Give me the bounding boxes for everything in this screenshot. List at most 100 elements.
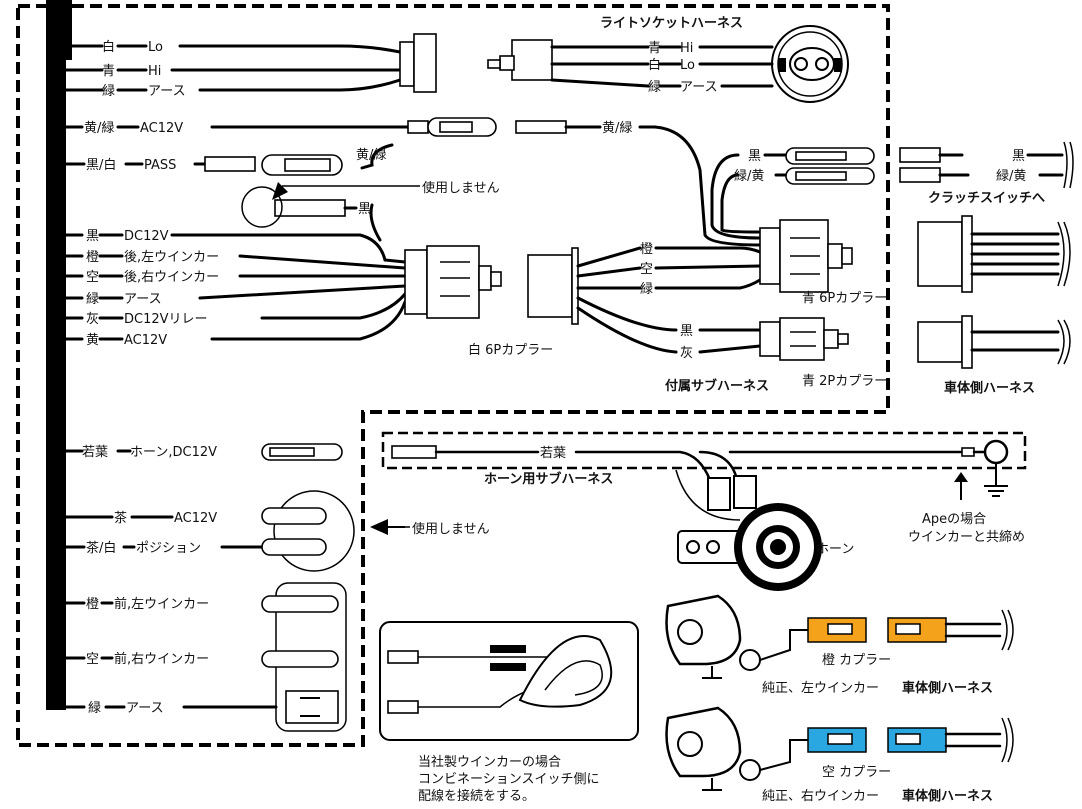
horn-sub-harness <box>391 439 1009 511</box>
label-own-note-2: コンビネーションスイッチ側に <box>418 772 599 787</box>
svg-text:DC12Vリレー: DC12Vリレー <box>124 312 208 327</box>
svg-text:後,左ウインカー: 後,左ウインカー <box>124 250 219 265</box>
white-6p-coupler <box>404 245 678 354</box>
svg-text:前,右ウインカー: 前,右ウインカー <box>114 651 209 667</box>
bottom-plugs <box>261 443 355 732</box>
bottom-wire-labels: 若葉 ホーン,DC12V 茶 AC12V 茶/白 ポジション 橙 前,左ウインカ… <box>82 444 217 716</box>
label-own-note-3: 配線を接続をする。 <box>418 788 535 804</box>
title-accessory-sub-harness: 付属サブハーネス <box>665 378 769 394</box>
blue-2p-coupler <box>698 317 849 361</box>
svg-text:アース: アース <box>680 80 718 95</box>
label-blue-6p: 青 6Pカプラー <box>802 291 887 306</box>
svg-text:橙: 橙 <box>86 250 99 265</box>
label-sky-coupler: 空 カプラー <box>822 765 891 780</box>
label-clutch-gy-r: 緑/黄 <box>996 169 1026 184</box>
label-clutch-gy-l: 緑/黄 <box>734 169 764 184</box>
svg-text:茶/白: 茶/白 <box>86 540 116 556</box>
vehicle-harness-2p <box>917 315 1071 369</box>
title-clutch-switch: クラッチスイッチへ <box>928 191 1045 206</box>
svg-text:空: 空 <box>86 270 99 285</box>
label-genuine-right: 純正、右ウインカー <box>762 789 879 804</box>
svg-text:緑: 緑 <box>86 292 99 307</box>
title-vehicle-harness-3: 車体側ハーネス <box>902 788 993 804</box>
title-light-socket-harness: ライトソケットハーネス <box>600 16 743 31</box>
svg-text:若葉: 若葉 <box>82 444 108 460</box>
label-sub-gray: 灰 <box>680 346 693 361</box>
svg-text:アース: アース <box>124 292 162 307</box>
orange-coupler-left <box>807 617 867 643</box>
clutch-switch-plugs <box>899 141 1074 189</box>
label-sub-green: 緑 <box>640 282 653 297</box>
bottom-wire-lines <box>64 449 280 709</box>
genuine-right-turn-signal <box>665 706 1014 791</box>
svg-text:灰: 灰 <box>86 312 99 327</box>
title-vehicle-harness-1: 車体側ハーネス <box>944 380 1035 396</box>
svg-text:黄: 黄 <box>86 333 99 348</box>
socket-wire-labels: 青 Hi 白 Lo 緑 アース <box>648 41 718 95</box>
label-sub-orange: 橙 <box>640 242 653 257</box>
svg-text:AC12V: AC12V <box>124 333 167 348</box>
label-sub-black: 黒 <box>680 324 693 339</box>
svg-text:AC12V: AC12V <box>174 511 217 526</box>
svg-text:後,右ウインカー: 後,右ウインカー <box>124 270 219 285</box>
svg-text:Hi: Hi <box>148 64 161 79</box>
unused-arrows <box>272 182 420 535</box>
svg-text:茶: 茶 <box>114 510 127 526</box>
label-ape-note-1: Apeの場合 <box>922 512 986 527</box>
label-sub-sky: 空 <box>640 262 653 277</box>
svg-text:DC12V: DC12V <box>124 229 169 244</box>
light-socket <box>658 25 849 103</box>
svg-text:緑: 緑 <box>88 701 101 716</box>
title-vehicle-harness-2: 車体側ハーネス <box>902 680 993 696</box>
own-turn-signal-box <box>379 621 639 741</box>
svg-text:PASS: PASS <box>144 158 176 173</box>
svg-text:前,左ウインカー: 前,左ウインカー <box>114 596 209 612</box>
main-harness-boundary <box>16 4 890 747</box>
title-horn-sub-harness: ホーン用サブハーネス <box>484 471 613 487</box>
top-wire-labels: 白 Lo 青 Hi 緑 アース 黄/緑 AC12V 黒/白 PASS 黒 DC1… <box>84 39 219 348</box>
svg-text:白: 白 <box>648 57 661 73</box>
svg-text:Lo: Lo <box>680 58 695 73</box>
svg-text:ポジション: ポジション <box>136 541 201 556</box>
label-orange-coupler: 橙 カプラー <box>822 653 891 668</box>
label-horn-green: 若葉 <box>540 445 566 461</box>
label-genuine-left: 純正、左ウインカー <box>762 681 879 696</box>
svg-text:アース: アース <box>126 701 164 716</box>
svg-text:空: 空 <box>86 652 99 667</box>
svg-text:橙: 橙 <box>86 597 99 612</box>
top-wire-lines <box>64 44 410 341</box>
vehicle-harness-6p <box>917 215 1071 293</box>
label-yellow-green-a: 黄/緑 <box>602 121 632 136</box>
svg-text:青: 青 <box>102 64 115 79</box>
label-unused-1: 使用しません <box>422 180 500 196</box>
bullet-plugs <box>204 117 762 247</box>
svg-text:アース: アース <box>148 84 186 99</box>
label-unused-2: 使用しません <box>412 521 490 537</box>
label-ape-note-2: ウインカーと共締め <box>908 529 1025 545</box>
headlight-connector <box>399 33 650 93</box>
svg-text:黒: 黒 <box>86 229 99 244</box>
horn-unit <box>675 469 822 591</box>
svg-text:Lo: Lo <box>148 40 163 55</box>
svg-text:白: 白 <box>102 39 115 55</box>
label-white-6p: 白 6Pカプラー <box>468 342 553 358</box>
svg-text:ホーン,DC12V: ホーン,DC12V <box>130 445 217 460</box>
label-clutch-black-r: 黒 <box>1012 149 1025 164</box>
label-yellow-green-b: 黄/緑 <box>356 148 386 163</box>
svg-text:黄/緑: 黄/緑 <box>84 121 114 136</box>
svg-text:青: 青 <box>648 41 661 56</box>
svg-text:緑: 緑 <box>102 84 115 99</box>
svg-text:黒/白: 黒/白 <box>86 157 116 173</box>
horn-sub-harness-boundary <box>381 431 1027 470</box>
main-trunk <box>46 0 72 60</box>
genuine-left-turn-signal <box>665 594 1014 679</box>
svg-text:Hi: Hi <box>680 41 693 56</box>
label-clutch-black-l: 黒 <box>748 149 761 164</box>
blue-6p-coupler <box>654 147 875 293</box>
svg-text:緑: 緑 <box>648 80 661 95</box>
label-own-note-1: 当社製ウインカーの場合 <box>418 754 561 770</box>
label-horn: ホーン <box>816 542 854 557</box>
label-blue-2p: 青 2Pカプラー <box>802 374 887 389</box>
label-black-plug: 黒 <box>358 202 371 217</box>
